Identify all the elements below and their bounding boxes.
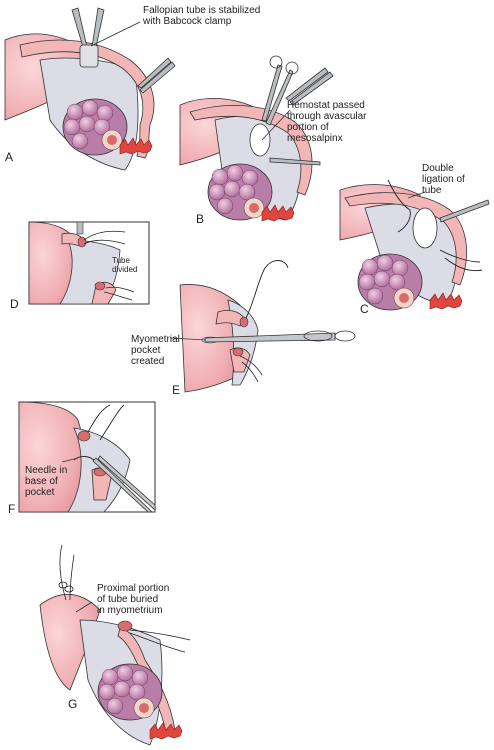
panel-a (4, 7, 176, 171)
tube-cut-end (77, 430, 91, 442)
caption-a: Fallopian tube is stabilized with Babcoc… (143, 5, 261, 27)
hemostat-icon (261, 55, 299, 126)
hemostat-icon (137, 57, 176, 94)
leader-line-e (169, 337, 207, 341)
panel-letter-f: F (8, 502, 16, 516)
panel-letter-c: C (360, 302, 369, 316)
leader-line-b (261, 109, 291, 141)
scissors-icon (204, 330, 356, 343)
hemostat-icon (439, 199, 490, 223)
caption-e: Myometrial pocket created (131, 334, 180, 367)
uterus (39, 593, 101, 691)
tube-cut-end (77, 236, 87, 248)
hemostat-icon (285, 67, 334, 106)
knot (58, 581, 74, 593)
suture-ends (239, 355, 263, 383)
panel-c (339, 179, 490, 311)
fallopian-tube (344, 192, 467, 286)
fimbriae (149, 722, 183, 740)
panel-letter-a: A (5, 150, 14, 164)
ovary (62, 98, 128, 156)
leader-line-a (90, 21, 141, 47)
ovary (207, 163, 273, 221)
needle-holder-icon (92, 455, 155, 512)
panel-g (39, 544, 191, 746)
ovary (357, 253, 423, 311)
suture-ligatures (387, 179, 483, 272)
clamp-on-tube (269, 157, 321, 166)
babcock-clamp-icon (71, 7, 105, 68)
leader-line-c (407, 191, 426, 199)
suture-ends (83, 230, 135, 301)
fimbriae (261, 204, 295, 222)
caption-c: Double ligation of tube (422, 163, 465, 196)
panel-e (169, 260, 356, 393)
fimbriae (119, 137, 153, 155)
panel-letter-d: D (10, 297, 19, 311)
panel-f (18, 401, 156, 513)
tube-cut-end (94, 281, 106, 291)
caption-b: Hemostat passed through avascular portio… (287, 100, 367, 144)
tube-stump-proximal (215, 310, 245, 327)
clamp-tip (76, 222, 84, 235)
caption-g: Proximal portion of tube buried in myome… (97, 583, 170, 616)
panel-d (28, 221, 150, 305)
caption-f: Needle in base of pocket (25, 465, 68, 498)
tube-cut-end (117, 620, 133, 632)
suture-needle-icon (245, 260, 289, 319)
window-in-mesosalpinx (412, 207, 438, 249)
fimbriae (429, 292, 463, 310)
ovary (97, 663, 163, 721)
tube-cut-end (239, 316, 249, 328)
leader-line-g (75, 601, 93, 613)
panel-b (179, 55, 334, 222)
window-in-mesosalpinx (249, 123, 271, 157)
panel-letter-b: B (196, 212, 205, 226)
leader-line-f (61, 457, 79, 463)
caption-d: Tube divided (112, 256, 138, 274)
panel-letter-g: G (68, 697, 78, 711)
panel-letter-e: E (172, 383, 181, 397)
suture-ends (59, 544, 191, 653)
tube-cut-end (232, 347, 244, 357)
